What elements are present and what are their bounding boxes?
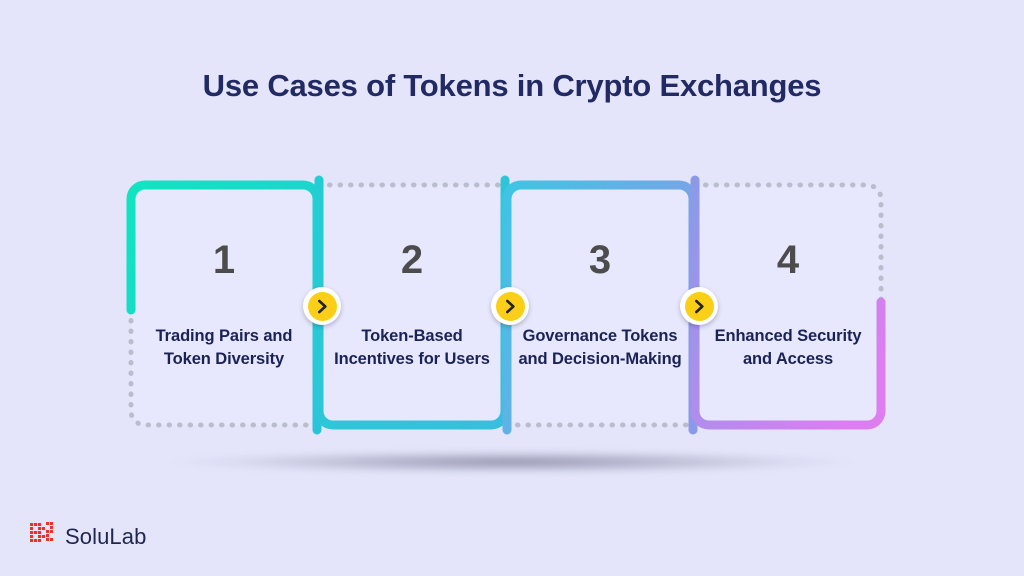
card-4-number: 4 bbox=[776, 238, 800, 282]
connector-arrow-1[interactable] bbox=[303, 287, 341, 325]
card-1[interactable]: 1 Trading Pairs and Token Diversity bbox=[126, 180, 322, 435]
card-2[interactable]: 2 Token-Based Incentives for Users bbox=[314, 175, 510, 430]
connector-arrow-2[interactable] bbox=[491, 287, 529, 325]
card-3-title: Governance Tokens and Decision-Making bbox=[518, 327, 682, 368]
card-3-number: 3 bbox=[588, 238, 612, 282]
chevron-right-icon bbox=[495, 291, 525, 321]
card-4-title: Enhanced Security and Access bbox=[714, 327, 862, 368]
card-2-dotted-outline bbox=[314, 180, 510, 430]
solulab-mark-icon bbox=[30, 522, 56, 551]
card-4-solid-stroke bbox=[690, 175, 886, 430]
card-3[interactable]: 3 Governance Tokens and Decision-Making bbox=[502, 180, 698, 435]
card-1-title: Trading Pairs and Token Diversity bbox=[155, 327, 293, 368]
card-2-title: Token-Based Incentives for Users bbox=[334, 327, 490, 368]
card-1-number: 1 bbox=[212, 238, 236, 282]
row-shadow bbox=[100, 447, 924, 477]
card-2-number: 2 bbox=[400, 238, 424, 282]
chevron-right-icon bbox=[307, 291, 337, 321]
card-3-dotted-outline bbox=[502, 180, 698, 430]
card-2-solid-stroke bbox=[314, 175, 510, 430]
card-2-face bbox=[319, 185, 505, 425]
card-1-face bbox=[131, 185, 317, 425]
card-1-solid-stroke bbox=[126, 180, 322, 435]
card-4-face bbox=[695, 185, 881, 425]
chevron-right-icon bbox=[684, 291, 714, 321]
brand-name: SoluLab bbox=[65, 523, 147, 549]
connector-arrow-3[interactable] bbox=[680, 287, 718, 325]
cards-row: 1 Trading Pairs and Token Diversity bbox=[126, 175, 898, 435]
card-3-face bbox=[507, 185, 693, 425]
page-title: Use Cases of Tokens in Crypto Exchanges bbox=[202, 68, 822, 103]
card-4[interactable]: 4 Enhanced Security and Access bbox=[690, 175, 886, 430]
brand-logo[interactable]: SoluLab bbox=[30, 522, 146, 551]
card-3-solid-stroke bbox=[502, 180, 698, 435]
